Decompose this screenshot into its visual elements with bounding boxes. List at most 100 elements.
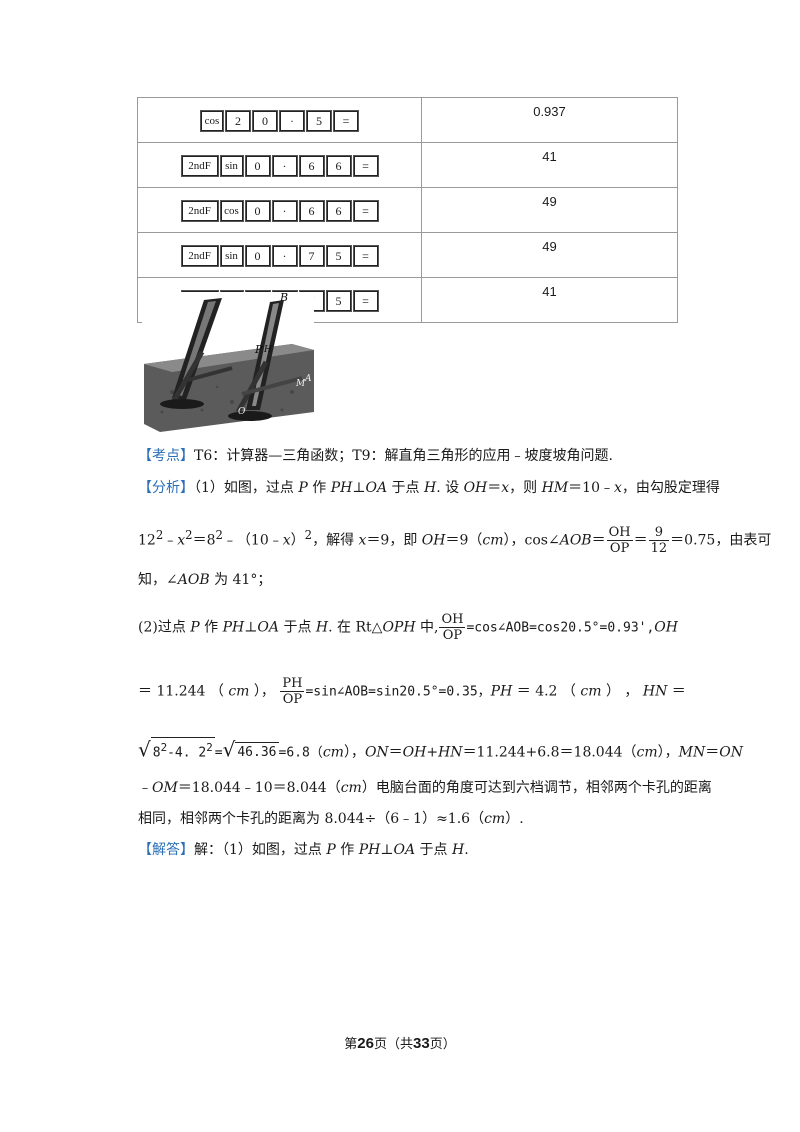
text: ﹣ [163, 532, 178, 549]
text: ＝ [388, 744, 403, 761]
text: OH [421, 532, 446, 549]
text: 相同，相邻两个卡孔的距离为 8.044÷（6﹣1）≈1.6（ [138, 811, 485, 827]
text: (2)过点 [138, 619, 191, 636]
radicand-1: 82-4. 22 [150, 737, 215, 763]
text: 页） [429, 1037, 456, 1052]
calculator-key: cos [201, 111, 223, 131]
text: x [177, 532, 186, 549]
text: + [426, 744, 439, 761]
text: ＝ [705, 744, 720, 761]
text: OP [442, 628, 463, 643]
text: ） [290, 532, 305, 549]
text: ＝ [591, 532, 606, 549]
text: ON [719, 744, 743, 761]
text: cm [482, 532, 504, 549]
label-m: M [295, 379, 306, 389]
text: AOB [177, 572, 210, 588]
text: 作 [199, 619, 223, 636]
fenxi-line-7: ﹣OM＝18.044﹣10＝8.044（cm）电脑台面的角度可达到六档调节，相邻… [138, 778, 712, 798]
text: ，则 [509, 480, 542, 496]
text: ＝ [633, 532, 648, 549]
result-cell: 49 [421, 187, 678, 233]
text: OH [654, 619, 678, 636]
text: =6.8（ [278, 745, 323, 761]
text: 于点 [279, 619, 316, 636]
calculator-key: 0 [245, 156, 270, 176]
fenxi-tag: 【分析】 [138, 480, 194, 496]
text: x [282, 532, 291, 549]
text: cm [484, 811, 506, 827]
text: ＝ [487, 480, 502, 496]
text: 8 [152, 745, 161, 761]
kaodian-text: T6：计算器—三角函数；T9：解直角三角形的应用﹣坡度坡角问题. [194, 448, 613, 464]
result-cell: 0.937 [421, 97, 678, 143]
text: 解：（1）如图，过点 [194, 842, 327, 858]
jieda-line: 【解答】解：（1）如图，过点 P 作 PH⊥OA 于点 H. [138, 840, 469, 860]
text: . 设 [436, 480, 464, 496]
text: OH [606, 525, 633, 542]
calculator-key: 2ndF [181, 246, 218, 266]
text: MN [678, 744, 706, 761]
text: =cos∠AOB=cos20.5°=0.93', [466, 620, 655, 636]
radicand-2: 46.36 [235, 742, 279, 763]
text: ⊥ [380, 842, 394, 858]
calculator-key: 6 [299, 201, 324, 221]
text: x [358, 532, 367, 549]
text: OH [463, 480, 488, 496]
calculator-key: = [353, 291, 378, 311]
text: 为 41°； [209, 572, 272, 588]
sqrt-sign: √ [222, 737, 236, 762]
text: 第 [344, 1037, 358, 1052]
calculator-key: · [272, 246, 297, 266]
calculator-key: 6 [326, 201, 351, 221]
result-cell: 41 [421, 142, 678, 188]
text: PH [358, 842, 381, 858]
text: cm [636, 744, 658, 761]
text: 2 [215, 528, 223, 542]
text: OA [393, 842, 416, 858]
text: ON [364, 744, 389, 761]
text: ⊥ [244, 619, 258, 636]
text: 2 [160, 741, 168, 754]
text: PH [222, 619, 245, 636]
text: 作 [307, 480, 331, 496]
text: cm [322, 744, 344, 761]
fenxi-line-3: 知，∠AOB 为 41°； [138, 570, 271, 590]
text: OPH [382, 619, 416, 636]
fenxi-line-2: 122﹣x2＝82﹣（10﹣x）2，解得 x＝9，即 OH＝9（cm），cos∠… [138, 525, 771, 556]
calculator-key: 5 [307, 111, 331, 131]
text: OP [282, 692, 303, 707]
text: -4. 2 [167, 745, 207, 761]
text: 2 [206, 741, 213, 754]
text: PH [490, 683, 513, 700]
text: x [501, 480, 510, 496]
text: AOB [559, 532, 592, 549]
text: 12 [138, 532, 156, 549]
calculator-key: 7 [299, 246, 324, 266]
calculator-key: = [353, 246, 378, 266]
text: P [326, 842, 336, 858]
text: ，由勾股定理得 [621, 480, 720, 496]
text: cm [228, 683, 250, 700]
calculator-key: 0 [245, 201, 270, 221]
text: HN [642, 683, 668, 700]
text: ）， [343, 744, 365, 761]
text: . [464, 842, 469, 858]
text: ，解得 [312, 532, 359, 549]
calculator-key: = [353, 201, 378, 221]
laptop-stand-photo: B P H M A O [142, 292, 314, 432]
text: 作 [335, 842, 359, 858]
text: cm [340, 780, 362, 796]
text: ） ， [601, 683, 643, 700]
text: HM [541, 480, 569, 496]
text: ＝0.75，由表可 [670, 532, 772, 549]
